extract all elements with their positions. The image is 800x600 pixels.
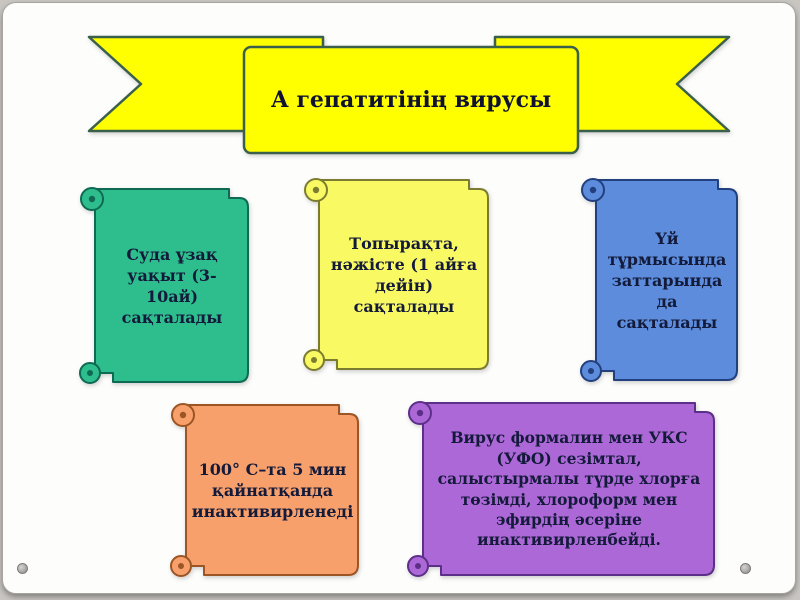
scroll-card-water-survival: Суда ұзақ уақыт (3-10ай) сақталады	[79, 186, 253, 386]
scroll-card-soil-survival: Топырақта, нәжісте (1 айға дейін) сақтал…	[303, 177, 493, 373]
scroll-card-boiling-inactivation: 100° С–та 5 мин қайнатқанда инактивирлен…	[170, 402, 363, 579]
presentation-slide: А гепатитінің вирусы Суда ұзақ уақыт (3-…	[2, 2, 796, 594]
vertical-scroll-shape	[79, 187, 249, 384]
bullet-dot-right	[740, 563, 751, 574]
card-text-boiling: 100° С–та 5 мин қайнатқанда инактивирлен…	[191, 459, 354, 522]
card-text-household: Үй тұрмысында заттарында да сақталады	[607, 228, 727, 333]
vertical-scroll-shape	[407, 401, 715, 577]
title-banner: А гепатитінің вирусы	[81, 31, 737, 157]
bullet-dot-left	[17, 563, 28, 574]
vertical-scroll-shape	[580, 178, 738, 382]
card-text-soil: Топырақта, нәжісте (1 айға дейін) сақтал…	[330, 233, 478, 317]
scroll-card-household-items: Үй тұрмысында заттарында да сақталады	[580, 177, 742, 384]
slide-title: А гепатитінің вирусы	[270, 87, 552, 113]
card-text-water: Суда ұзақ уақыт (3-10ай) сақталады	[121, 244, 223, 328]
card-text-chemicals: Вирус формалин мен УКС (УФО) сезімтал, с…	[437, 428, 701, 550]
scroll-card-chemical-resistance: Вирус формалин мен УКС (УФО) сезімтал, с…	[407, 400, 719, 579]
ribbon-center-panel	[242, 45, 580, 155]
vertical-scroll-shape	[303, 178, 489, 371]
vertical-scroll-shape	[170, 403, 359, 577]
ribbon-banner-shape	[87, 35, 731, 155]
